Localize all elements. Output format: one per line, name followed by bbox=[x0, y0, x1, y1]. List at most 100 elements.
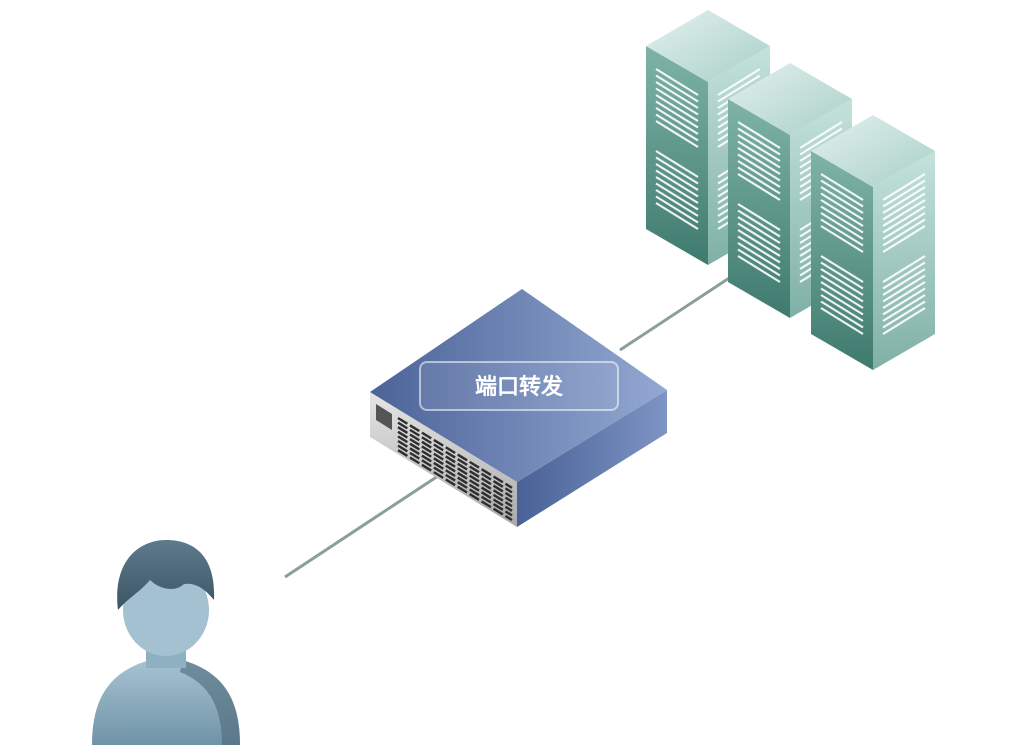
server-vent-slot bbox=[737, 140, 781, 169]
server-right-face bbox=[873, 151, 935, 370]
server-vent-slot bbox=[737, 209, 781, 238]
switch-port-row bbox=[397, 430, 513, 503]
server-vent-slot bbox=[655, 81, 699, 109]
server-vent-slot bbox=[820, 300, 864, 329]
server-vent-slot bbox=[820, 287, 864, 316]
server-vent-slot bbox=[655, 87, 699, 116]
link-user-switch bbox=[284, 474, 439, 579]
server-vent-slot bbox=[882, 274, 926, 303]
server-vent-slot bbox=[717, 74, 761, 103]
server-vent-slot bbox=[737, 166, 781, 195]
switch-console-port bbox=[376, 404, 392, 430]
server-vent-slot bbox=[737, 121, 781, 149]
server-vent-slot bbox=[820, 186, 864, 214]
server-vent-slot bbox=[655, 156, 699, 185]
server-top-face bbox=[646, 10, 770, 82]
server-vent-slot bbox=[737, 173, 781, 201]
server-vent-slot bbox=[882, 199, 926, 227]
server-vent-slot bbox=[820, 192, 864, 221]
server-vent-slot bbox=[799, 127, 843, 156]
server-vent-slot bbox=[882, 281, 926, 309]
server-vent-slot bbox=[737, 229, 781, 257]
server-vent-slot bbox=[737, 203, 781, 231]
server-vent-slot bbox=[737, 235, 781, 264]
switch-port-row bbox=[397, 444, 513, 517]
user-body-shadow bbox=[180, 660, 240, 745]
switch-label-box bbox=[419, 361, 619, 411]
server-vent-slot bbox=[655, 189, 699, 217]
server-vent-slot bbox=[655, 74, 699, 103]
switch-label: 端口转发 bbox=[475, 374, 564, 400]
switch-top-face bbox=[370, 289, 667, 482]
server-vent-slot bbox=[820, 307, 864, 335]
server-vent-slot bbox=[820, 173, 864, 201]
server-left-face bbox=[646, 46, 708, 265]
server-vent-slot bbox=[820, 179, 864, 208]
server-vent-slot bbox=[820, 255, 864, 283]
server-vent-slot bbox=[820, 294, 864, 322]
server-vent-slot bbox=[820, 212, 864, 240]
server-vent-slot bbox=[655, 169, 699, 198]
user-hair bbox=[117, 540, 215, 610]
server-icon bbox=[811, 115, 935, 370]
server-vent-slot bbox=[737, 255, 781, 283]
server-vent-slot bbox=[820, 199, 864, 227]
server-vent-slot bbox=[820, 268, 864, 296]
server-vent-slot bbox=[882, 294, 926, 322]
switch-ports bbox=[376, 404, 513, 522]
server-vent-slot bbox=[882, 212, 926, 240]
server-vent-slot bbox=[882, 192, 926, 221]
server-vent-slot bbox=[655, 100, 699, 129]
server-vent-slot bbox=[655, 176, 699, 204]
server-top-face bbox=[728, 63, 852, 135]
server-vent-slot bbox=[655, 107, 699, 135]
server-vent-slot bbox=[655, 94, 699, 122]
server-vent-slot bbox=[820, 274, 864, 303]
switch-front-face bbox=[370, 392, 517, 527]
server-cluster bbox=[646, 10, 935, 370]
server-left-face bbox=[811, 151, 873, 370]
server-vent-slot bbox=[737, 160, 781, 188]
server-vent-slot bbox=[655, 182, 699, 211]
switch-right-face bbox=[517, 390, 667, 527]
server-vent-slot bbox=[655, 68, 699, 96]
server-vent-slot bbox=[655, 120, 699, 148]
switch-port-row bbox=[397, 421, 513, 494]
server-vent-slot bbox=[655, 163, 699, 191]
switch-port-row bbox=[397, 435, 513, 508]
server-vent-slot bbox=[882, 268, 926, 296]
server-vent-slot bbox=[655, 150, 699, 178]
user-icon bbox=[92, 540, 240, 745]
server-vent-slot bbox=[737, 153, 781, 182]
switch-port-row bbox=[397, 416, 513, 489]
server-vent-slot bbox=[737, 216, 781, 244]
server-vent-slot bbox=[882, 179, 926, 208]
server-vent-slot bbox=[655, 195, 699, 224]
server-vent-slot bbox=[882, 225, 926, 253]
server-vent-slot bbox=[737, 147, 781, 175]
server-vent-slot bbox=[737, 242, 781, 270]
server-vent-slot bbox=[882, 173, 926, 201]
server-vent-slot bbox=[820, 218, 864, 247]
server-vent-slot bbox=[882, 186, 926, 214]
server-vent-slot bbox=[655, 113, 699, 142]
switch-port-row bbox=[397, 449, 513, 522]
server-vent-slot bbox=[882, 287, 926, 316]
server-vent-slot bbox=[820, 225, 864, 253]
server-vent-slot bbox=[882, 261, 926, 290]
server-vent-slot bbox=[737, 248, 781, 277]
server-vent-slot bbox=[882, 205, 926, 234]
server-top-face bbox=[811, 115, 935, 187]
server-vent-slot bbox=[820, 261, 864, 290]
server-left-face bbox=[728, 99, 790, 318]
server-vent-slot bbox=[882, 255, 926, 283]
server-vent-slot bbox=[737, 222, 781, 251]
server-vent-slot bbox=[799, 121, 843, 149]
user-face bbox=[123, 564, 209, 656]
server-vent-slot bbox=[882, 307, 926, 335]
server-vent-slot bbox=[655, 202, 699, 230]
server-vent-slot bbox=[882, 300, 926, 329]
server-vent-slot bbox=[737, 134, 781, 162]
switch-port-row bbox=[397, 426, 513, 499]
